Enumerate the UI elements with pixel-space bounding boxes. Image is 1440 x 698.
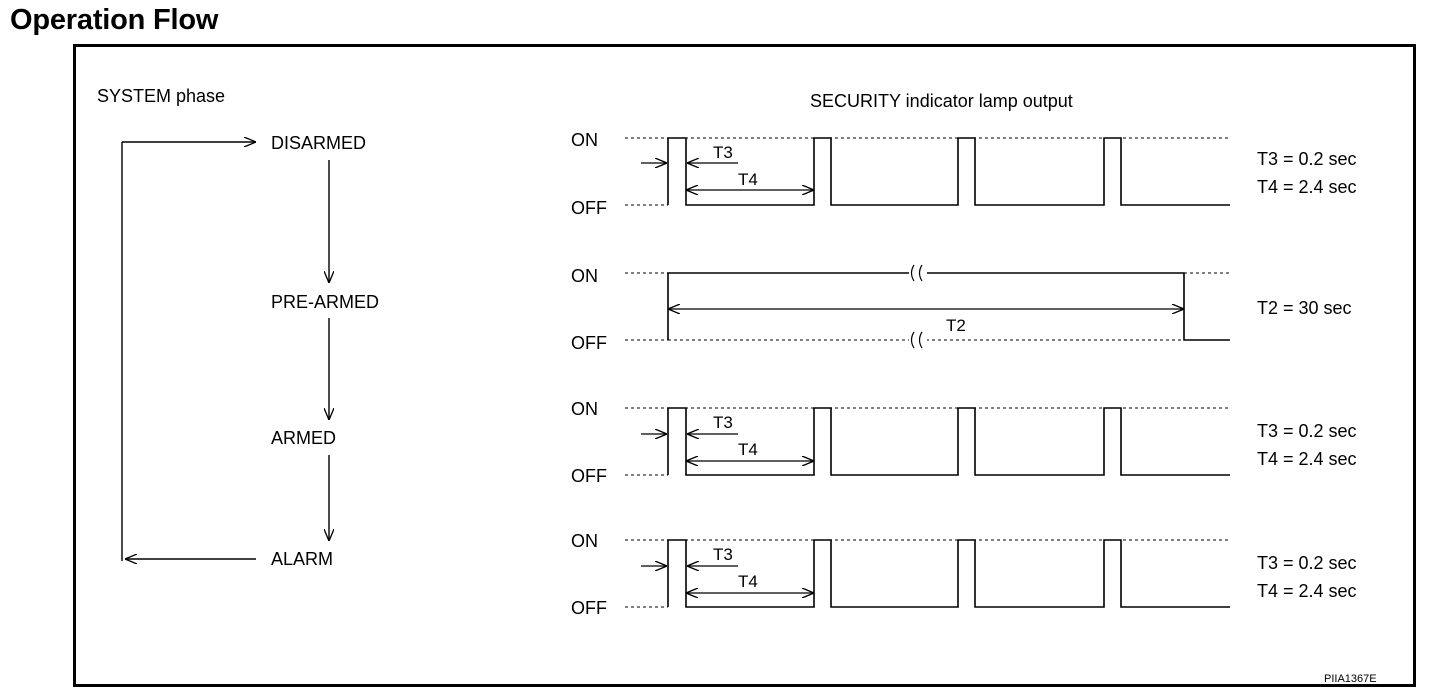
t3-spec: T3 = 0.2 sec [1257,149,1357,169]
off-label: OFF [571,598,607,618]
t3-label: T3 [713,545,733,564]
phase-prearmed: PRE-ARMED [271,292,379,312]
t3-label: T3 [713,143,733,162]
page-title: Operation Flow [10,4,219,36]
off-label: OFF [571,466,607,486]
phase-flow [121,142,329,561]
t3-spec: T3 = 0.2 sec [1257,553,1357,573]
lamp-output-heading: SECURITY indicator lamp output [810,91,1073,111]
system-phase-heading: SYSTEM phase [97,86,225,106]
lamp-signal [667,137,1230,206]
lamp-signal [667,407,1230,476]
t4-spec: T4 = 2.4 sec [1257,177,1357,197]
phase-armed: ARMED [271,428,336,448]
t4-label: T4 [738,572,758,591]
t4-label: T4 [738,440,758,459]
t3-spec: T3 = 0.2 sec [1257,421,1357,441]
lamp-signal [667,272,1230,341]
phase-alarm: ALARM [271,549,333,569]
waveform-alarm: ON OFF T3 T4 T3 = 0.2 sec T4 = 2.4 sec [571,531,1357,618]
t4-spec: T4 = 2.4 sec [1257,449,1357,469]
on-label: ON [571,531,598,551]
phase-disarmed: DISARMED [271,133,366,153]
lamp-signal [667,539,1230,608]
on-label: ON [571,399,598,419]
t4-spec: T4 = 2.4 sec [1257,581,1357,601]
t2-spec: T2 = 30 sec [1257,298,1352,318]
waveform-prearmed: ON OFF T2 T2 = 30 sec [571,264,1352,353]
on-label: ON [571,130,598,150]
on-label: ON [571,266,598,286]
t3-label: T3 [713,413,733,432]
off-label: OFF [571,333,607,353]
break-marks [910,264,923,349]
off-label: OFF [571,198,607,218]
waveform-disarmed: ON OFF T3 T4 T3 = 0.2 sec T4 = 2.4 sec [571,130,1357,218]
figure-code: PIIA1367E [1324,673,1377,685]
diagram-frame [73,44,1416,687]
t2-label: T2 [946,316,966,335]
waveform-armed: ON OFF T3 T4 T3 = 0.2 sec T4 = 2.4 sec [571,399,1357,486]
t4-label: T4 [738,170,758,189]
